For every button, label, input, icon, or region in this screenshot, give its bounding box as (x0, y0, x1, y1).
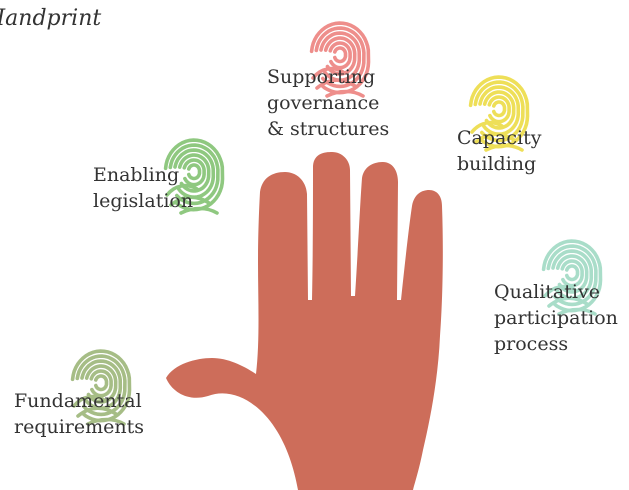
fingerprint-ridge (546, 244, 598, 307)
label-line: legislation (93, 190, 194, 212)
label-qualitative-participation: Qualitative participation process (494, 279, 618, 357)
fingerprint-ridge (315, 78, 357, 90)
fingerprint-ridge (179, 206, 219, 215)
label-enabling-legislation: Enabling legislation (93, 162, 193, 214)
fingerprint-ridge (84, 364, 118, 404)
fingerprint-ridge (333, 46, 348, 64)
fingerprint-ridge (492, 100, 507, 118)
fingerprint-ridge (75, 354, 127, 417)
label-line: Qualitative (494, 281, 600, 303)
fingerprint-ridge (547, 296, 589, 308)
label-line: Fundamental (14, 390, 142, 412)
fingerprint-ridge (565, 264, 580, 282)
fingerprint-ridge (557, 307, 597, 316)
fingerprint-ridge (187, 163, 202, 181)
fingerprint-ridge (86, 417, 126, 426)
fingerprint-ridge (487, 95, 511, 124)
fingerprint-ridge (323, 36, 357, 76)
label-fundamental-requirements: Fundamental requirements (14, 388, 144, 440)
label-line: Capacity (457, 127, 542, 149)
label-capacity-building: Capacity building (457, 125, 541, 177)
label-supporting-governance: Supporting governance & structures (267, 64, 389, 142)
label-line: Enabling (93, 164, 180, 186)
fingerprint-ridge (169, 195, 211, 207)
fingerprint-ridge (76, 406, 118, 418)
fingerprint-ridge (94, 374, 109, 392)
fingerprint-ridge (482, 90, 516, 130)
fingerprint-ridge (555, 254, 589, 294)
fingerprint-ridge (473, 80, 525, 143)
label-line: requirements (14, 416, 145, 438)
fingerprint-ridge (470, 120, 504, 134)
fingerprint-icon (541, 239, 603, 316)
fingerprint-ridge (177, 153, 211, 193)
fingerprint-icon (70, 349, 132, 426)
diagram-title: Handprint (0, 6, 102, 31)
fingerprint-ridge (328, 41, 352, 70)
hand-shape (166, 152, 443, 490)
label-line: & structures (267, 118, 390, 140)
fingerprint-ridge (484, 143, 524, 152)
label-line: Supporting (267, 66, 376, 88)
label-line: building (457, 153, 537, 175)
fingerprint-ridge (311, 66, 345, 80)
fingerprint-icon (468, 75, 530, 152)
label-line: process (494, 333, 569, 355)
fingerprint-icon (309, 21, 371, 98)
fingerprint-icon (163, 138, 225, 215)
fingerprint-ridge (560, 259, 584, 288)
fingerprint-ridge (72, 394, 106, 408)
fingerprint-ridge (474, 132, 516, 144)
fingerprint-ridge (165, 183, 199, 197)
label-line: governance (267, 92, 380, 114)
label-line: participation (494, 307, 618, 329)
fingerprint-ridge (182, 158, 206, 187)
fingerprint-ridge (543, 284, 577, 298)
fingerprint-ridge (314, 26, 366, 89)
fingerprint-ridge (325, 89, 365, 98)
fingerprint-ridge (168, 143, 220, 206)
fingerprint-ridge (89, 369, 113, 398)
